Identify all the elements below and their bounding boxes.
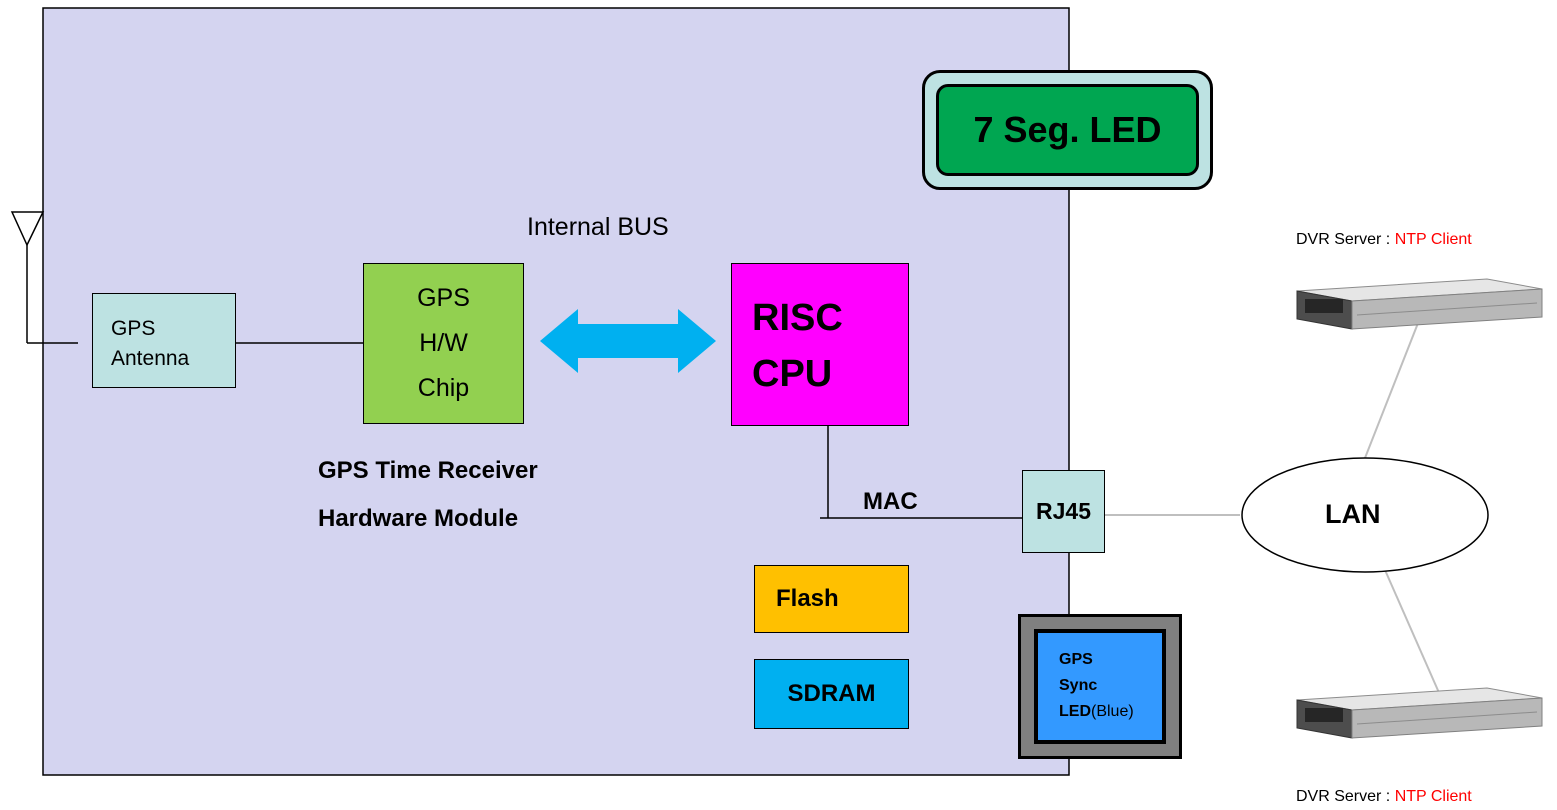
cpu-label-line2: CPU — [752, 353, 833, 395]
flash-memory: Flash — [754, 565, 909, 633]
gps-sync-led-frame: GPS Sync LED(Blue) — [1018, 614, 1182, 759]
seven-seg-led-display: 7 Seg. LED — [922, 70, 1213, 190]
lan-server-top-line — [1364, 317, 1421, 459]
sync-led-label-line2: Sync — [1059, 677, 1098, 694]
seven-seg-led-inner: 7 Seg. LED — [936, 84, 1199, 176]
risc-cpu: RISC CPU — [731, 263, 909, 426]
lan-server-bottom-line — [1384, 569, 1441, 696]
internal-bus-label: Internal BUS — [527, 213, 669, 241]
gps-antenna-box: GPS Antenna — [92, 293, 236, 388]
sdram-memory: SDRAM — [754, 659, 909, 729]
antenna-symbol-icon — [10, 211, 78, 344]
server-top-role: NTP Client — [1394, 231, 1472, 248]
gps-chip-label-line2: H/W — [419, 329, 468, 357]
sdram-label: SDRAM — [787, 680, 876, 707]
gps-chip-label-line1: GPS — [417, 284, 470, 312]
server-bottom-prefix: DVR Server : — [1296, 788, 1395, 805]
server-bottom-icon — [1296, 687, 1543, 739]
mac-label: MAC — [863, 488, 918, 515]
flash-label: Flash — [776, 585, 839, 612]
internal-bus-arrow — [540, 309, 716, 373]
gps-antenna-label-line2: Antenna — [111, 347, 190, 370]
cpu-label-line1: RISC — [752, 297, 843, 339]
gps-antenna-label-line1: GPS — [111, 317, 156, 340]
gps-sync-led-inner: GPS Sync LED(Blue) — [1034, 629, 1166, 744]
server-bottom-role: NTP Client — [1394, 788, 1472, 805]
sync-led-label-led: LED — [1059, 703, 1091, 720]
sync-led-label-color: (Blue) — [1091, 703, 1134, 720]
server-top-prefix: DVR Server : — [1296, 231, 1395, 248]
module-title-line2: Hardware Module — [318, 505, 519, 532]
module-title-line1: GPS Time Receiver — [318, 457, 538, 484]
sync-led-label-line1: GPS — [1059, 651, 1093, 668]
rj45-label: RJ45 — [1036, 498, 1091, 524]
gps-chip-label-line3: Chip — [417, 374, 470, 402]
gps-hw-chip: GPS H/W Chip — [363, 263, 524, 424]
lan-ellipse — [1241, 457, 1489, 573]
lan-label: LAN — [1325, 499, 1381, 529]
sync-led-label-line3: LED(Blue) — [1059, 699, 1162, 725]
rj45-port: RJ45 — [1022, 470, 1105, 553]
server-bottom-label: DVR Server : NTP Client — [1296, 788, 1472, 806]
server-top-icon — [1296, 278, 1543, 330]
server-top-label: DVR Server : NTP Client — [1296, 231, 1472, 249]
device-board — [42, 7, 1070, 776]
seven-seg-led-label: 7 Seg. LED — [973, 109, 1162, 150]
